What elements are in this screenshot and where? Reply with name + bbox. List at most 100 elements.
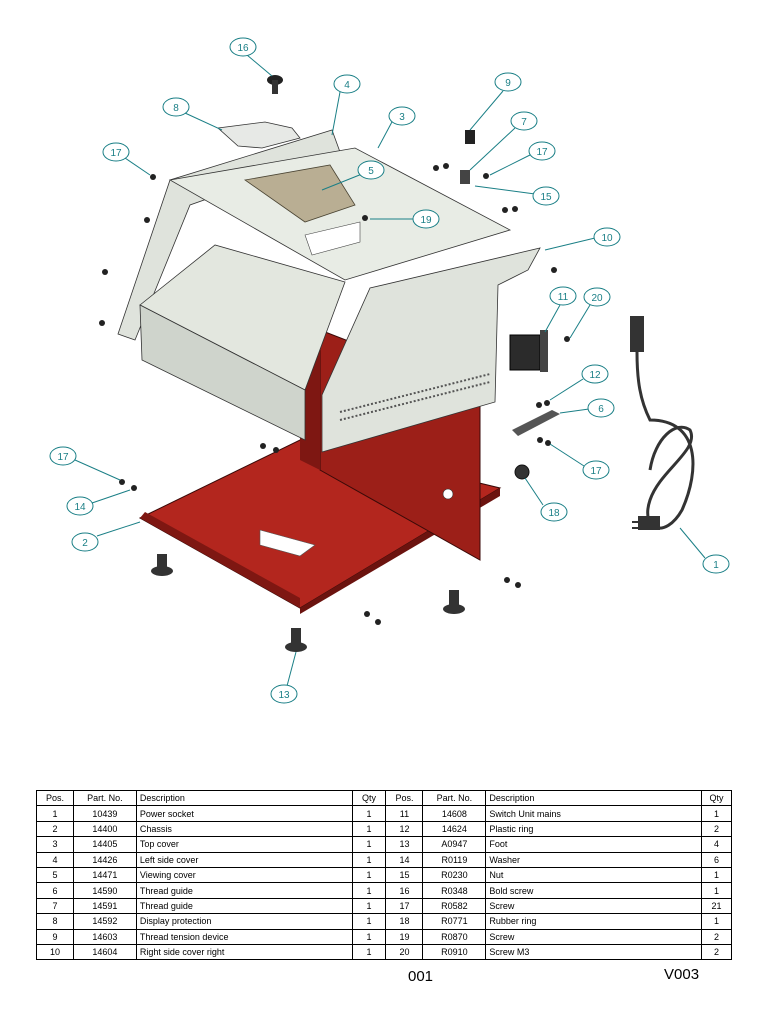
viewing-cover-part xyxy=(243,164,356,223)
svg-text:6: 6 xyxy=(598,404,604,415)
bold-screw-part xyxy=(267,75,283,94)
svg-text:18: 18 xyxy=(548,508,560,519)
cell-part-no: 14604 xyxy=(72,943,137,961)
cell-part-no: R0870 xyxy=(422,928,487,945)
cell-pos: 17 xyxy=(385,897,424,915)
cell-part-no: 14608 xyxy=(422,805,487,822)
cell-qty: 1 xyxy=(700,882,733,899)
cell-pos: 2 xyxy=(36,820,74,838)
cell-qty: 1 xyxy=(351,851,387,868)
cell-part-no: 14624 xyxy=(422,820,487,838)
svg-text:12: 12 xyxy=(589,370,601,381)
cell-part-no: A0947 xyxy=(422,836,487,853)
callout-7: 7 xyxy=(469,111,538,171)
cell-qty: 1 xyxy=(351,897,387,915)
header-qty: Qty xyxy=(351,789,387,807)
cell-pos: 11 xyxy=(385,805,424,822)
display-protection-part xyxy=(217,121,301,149)
cell-part-no: R0910 xyxy=(422,943,487,961)
cell-pos: 1 xyxy=(36,805,74,822)
callout-14: 14 xyxy=(66,489,131,516)
parts-table: Pos. Part. No. Description Qty Pos. Part… xyxy=(36,789,733,961)
cell-qty: 2 xyxy=(700,943,733,961)
callout-3: 3 xyxy=(377,106,416,149)
cell-part-no: R0771 xyxy=(422,913,487,930)
cell-description: Left side cover xyxy=(135,851,353,868)
cell-pos: 20 xyxy=(385,943,424,961)
version-label: V003 xyxy=(664,966,700,983)
table-header-row: Pos. Part. No. Description Qty Pos. Part… xyxy=(36,789,733,807)
callout-19: 19 xyxy=(370,209,440,229)
cell-part-no: 14471 xyxy=(72,866,137,884)
switch-unit-part xyxy=(509,330,548,372)
cell-qty: 21 xyxy=(700,897,733,915)
cell-description: Chassis xyxy=(135,820,353,838)
cell-part-no: R0582 xyxy=(422,897,487,915)
header-pos: Pos. xyxy=(36,789,74,807)
cell-description: Bold screw xyxy=(485,882,702,899)
svg-text:7: 7 xyxy=(521,117,527,128)
cell-part-no: 14426 xyxy=(72,851,137,868)
cell-description: Nut xyxy=(485,866,702,884)
svg-text:1: 1 xyxy=(713,560,719,571)
cell-qty: 1 xyxy=(351,866,387,884)
cell-qty: 1 xyxy=(700,805,733,822)
cell-pos: 19 xyxy=(385,928,424,945)
cell-description: Right side cover right xyxy=(135,943,353,961)
header-qty: Qty xyxy=(700,789,733,807)
svg-text:17: 17 xyxy=(536,147,548,158)
callout-16: 16 xyxy=(229,37,273,77)
cell-pos: 10 xyxy=(36,943,74,961)
cell-part-no: 14405 xyxy=(72,836,137,853)
callout-2: 2 xyxy=(71,521,141,552)
svg-text:15: 15 xyxy=(540,192,552,203)
svg-text:19: 19 xyxy=(420,215,432,226)
svg-text:8: 8 xyxy=(173,103,179,114)
cell-pos: 16 xyxy=(385,882,424,899)
cell-description: Plastic ring xyxy=(485,820,702,838)
cell-pos: 7 xyxy=(36,897,74,915)
cell-pos: 9 xyxy=(36,928,74,945)
cell-part-no: 14591 xyxy=(72,897,137,915)
callout-15: 15 xyxy=(474,185,560,206)
callout-13: 13 xyxy=(270,651,298,704)
cell-qty: 1 xyxy=(351,820,387,838)
svg-text:13: 13 xyxy=(278,690,290,701)
svg-text:16: 16 xyxy=(237,43,249,54)
header-pos: Pos. xyxy=(385,789,424,807)
cell-description: Power socket xyxy=(135,805,353,822)
svg-text:5: 5 xyxy=(368,166,374,177)
svg-text:2: 2 xyxy=(82,538,88,549)
callout-17-d: 17 xyxy=(49,446,121,481)
screws-part xyxy=(99,163,570,625)
header-description: Description xyxy=(135,789,353,807)
cell-qty: 4 xyxy=(700,836,733,853)
svg-text:20: 20 xyxy=(591,293,603,304)
callout-6: 6 xyxy=(559,398,615,418)
callout-5: 5 xyxy=(321,160,385,191)
callout-8: 8 xyxy=(162,97,223,131)
svg-text:17: 17 xyxy=(590,466,602,477)
callout-11: 11 xyxy=(544,286,577,333)
cell-description: Foot xyxy=(485,836,702,853)
cell-description: Switch Unit mains xyxy=(485,805,702,822)
callout-12: 12 xyxy=(549,364,609,401)
cell-qty: 1 xyxy=(351,943,387,961)
callout-20: 20 xyxy=(569,287,611,339)
cell-description: Screw xyxy=(485,897,702,915)
svg-text:10: 10 xyxy=(601,233,613,244)
feet-part xyxy=(151,554,465,652)
svg-text:17: 17 xyxy=(57,452,69,463)
cell-part-no: 14603 xyxy=(72,928,137,945)
cell-part-no: R0230 xyxy=(422,866,487,884)
callout-17-c: 17 xyxy=(549,443,610,480)
callout-10: 10 xyxy=(544,227,621,251)
cell-part-no: 10439 xyxy=(72,805,137,822)
cell-description: Rubber ring xyxy=(485,913,702,930)
